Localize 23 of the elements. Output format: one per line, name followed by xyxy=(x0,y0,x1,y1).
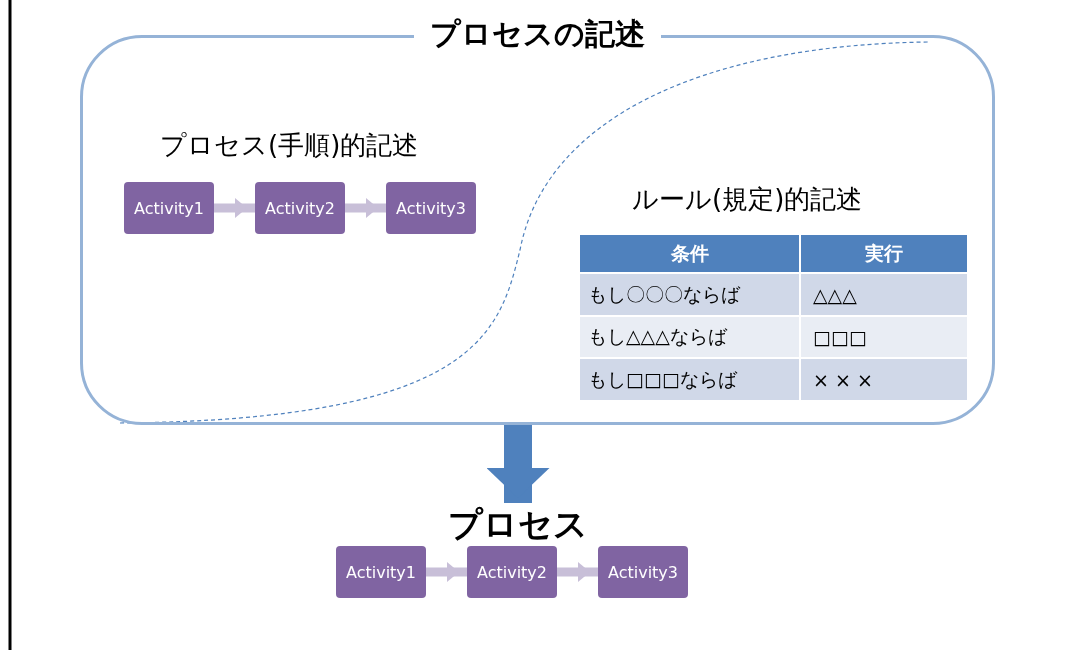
table-cell: もし□□□ならば xyxy=(580,359,799,400)
table-cell: □□□ xyxy=(801,317,967,357)
activity-box: Activity1 xyxy=(336,546,426,598)
arrow xyxy=(345,198,386,218)
activity-box: Activity3 xyxy=(386,182,476,234)
table-cell: もし〇〇〇ならば xyxy=(580,274,799,315)
table-cell: もし△△△ならば xyxy=(580,317,799,357)
arrow xyxy=(214,198,255,218)
section-heading: ルール(規定)的記述 xyxy=(632,183,863,216)
activity-box: Activity3 xyxy=(598,546,688,598)
activity-box: Activity1 xyxy=(124,182,214,234)
block-arrow xyxy=(486,425,550,503)
table-cell: △△△ xyxy=(801,274,967,315)
process-heading: プロセス xyxy=(448,503,588,545)
arrow xyxy=(426,562,467,582)
table-header-cell: 条件 xyxy=(580,235,799,272)
table-cell: × × × xyxy=(801,359,967,400)
arrow xyxy=(557,562,598,582)
section-heading: プロセス(手順)的記述 xyxy=(160,129,419,162)
frame-heading: プロセスの記述 xyxy=(414,16,661,52)
activity-box: Activity2 xyxy=(255,182,345,234)
activity-box: Activity2 xyxy=(467,546,557,598)
table-header-cell: 実行 xyxy=(801,235,967,272)
